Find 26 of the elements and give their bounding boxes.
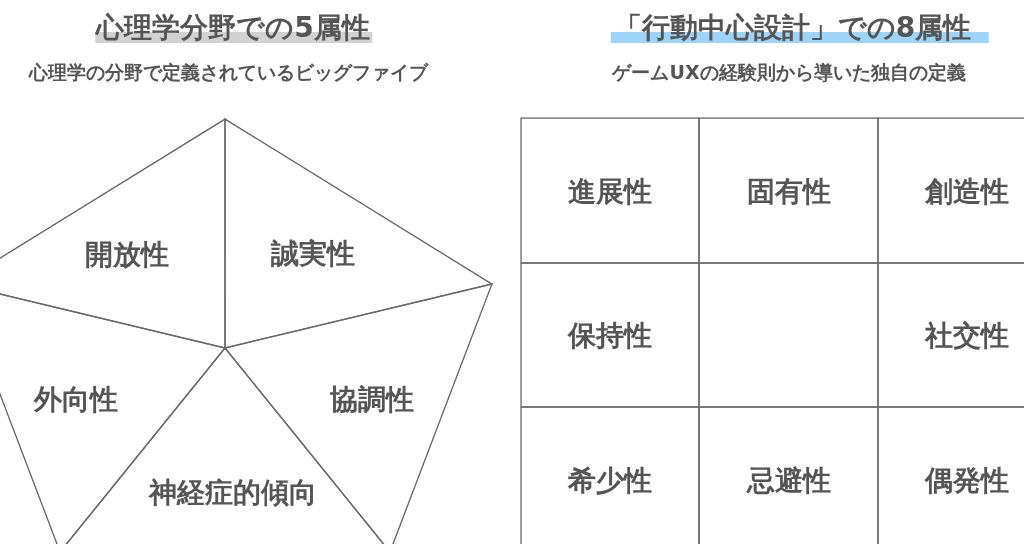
subheading: 心理学の分野で定義されているビッグファイブ <box>28 61 428 84</box>
grid-cell <box>698 406 879 544</box>
grid-cell <box>520 406 700 544</box>
attribute-label: 開放性 <box>85 238 169 272</box>
grid-cell <box>520 117 700 264</box>
attribute-label: 進展性 <box>568 175 652 208</box>
attribute-label: 保持性 <box>568 319 652 353</box>
pentagon-segment <box>224 118 493 349</box>
attribute-label: 偶発性 <box>925 464 1009 497</box>
attribute-label: 協調性 <box>330 383 414 417</box>
grid-cell <box>698 262 879 408</box>
grid-cell <box>877 406 1024 544</box>
heading: 心理学分野での5属性 <box>95 11 373 45</box>
grid-cell <box>877 262 1024 408</box>
attribute-label: 神経症的傾向 <box>149 476 317 510</box>
subheading: ゲームUXの経験則から導いた独自の定義 <box>612 61 966 84</box>
attribute-label: 誠実性 <box>271 237 355 271</box>
grid-cell <box>877 117 1024 264</box>
attribute-label: 希少性 <box>568 464 652 497</box>
attribute-label: 社交性 <box>925 319 1009 353</box>
attribute-label: 忌避性 <box>746 464 831 497</box>
attribute-label: 外向性 <box>34 383 118 417</box>
grid-cell <box>698 117 879 264</box>
attribute-label: 創造性 <box>925 175 1009 208</box>
attribute-label: 固有性 <box>746 175 831 208</box>
grid-cell <box>520 262 700 408</box>
